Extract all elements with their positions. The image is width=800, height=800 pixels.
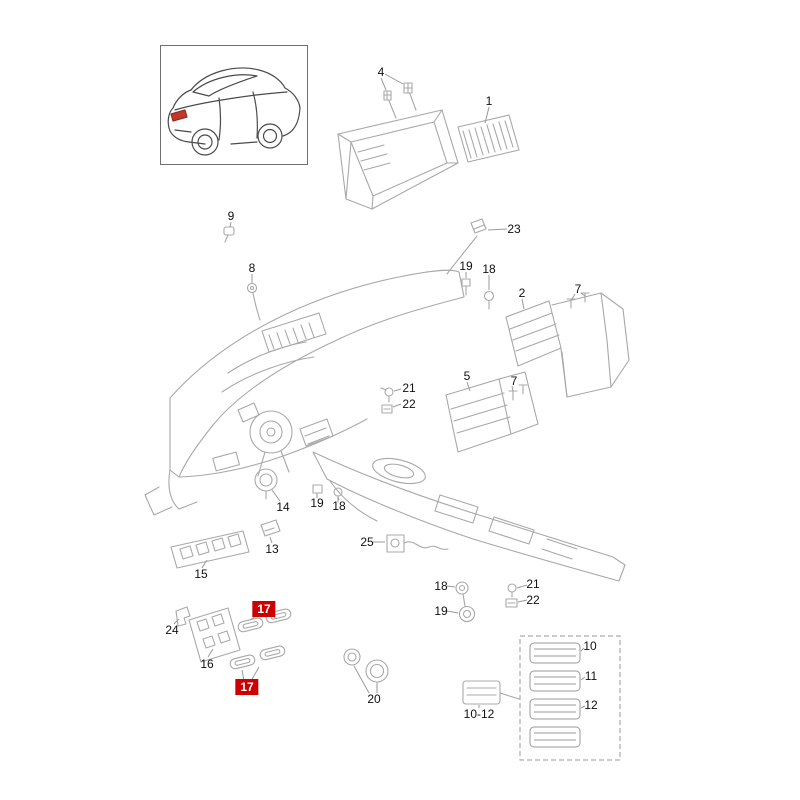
bracket-part13	[260, 519, 281, 537]
part-label-5: 5	[463, 369, 471, 383]
part-label-14: 14	[276, 500, 290, 514]
vent-assembly-part2	[505, 292, 630, 398]
part-label-22-right: 22	[526, 593, 540, 607]
variant-box	[519, 635, 621, 761]
part-label-18-lower: 18	[434, 579, 448, 593]
part-label-23: 23	[507, 222, 521, 236]
part-label-7-mid: 7	[510, 374, 518, 388]
vehicle-thumbnail-box	[160, 45, 308, 165]
vent-assembly-part5	[445, 371, 539, 453]
cluster-bezel-part4	[337, 82, 459, 210]
vent-faceplate-parts10-12	[462, 680, 520, 705]
sensor-part9	[223, 226, 235, 243]
bulb-socket-parts21-22-center	[380, 387, 394, 414]
switch-blanks-part17-upper	[237, 608, 292, 633]
part-label-24: 24	[165, 623, 179, 637]
part-label-10-12: 10-12	[463, 707, 495, 721]
part-label-19-mid: 19	[310, 496, 324, 510]
part-label-13: 13	[265, 542, 279, 556]
dashboard-body	[144, 269, 465, 516]
part-label-19-upper: 19	[459, 259, 473, 273]
part-label-16: 16	[200, 657, 214, 671]
part-label-7-upper: 7	[574, 282, 582, 296]
grommet-part8	[246, 282, 261, 321]
part-label-2: 2	[518, 286, 526, 300]
part-label-8: 8	[248, 261, 256, 275]
center-console	[312, 451, 626, 582]
part-label-10: 10	[583, 639, 597, 653]
part-label-15: 15	[194, 567, 208, 581]
fasteners-top-right	[461, 278, 495, 310]
part-label-17-highlight-lower: 17	[235, 679, 259, 695]
switch-panel-part16	[188, 607, 241, 663]
part-label-21-right: 21	[526, 577, 540, 591]
part-label-17-highlight-upper: 17	[252, 601, 276, 617]
part-label-25: 25	[360, 535, 374, 549]
part-label-12: 12	[584, 698, 598, 712]
lighter-parts18-19-bottom	[455, 581, 476, 623]
sensor-part23	[446, 218, 487, 275]
part-label-21-center: 21	[402, 381, 416, 395]
trim-panel-part1	[457, 114, 520, 163]
bulb-socket-parts21-22-right	[505, 583, 518, 608]
part-label-9: 9	[227, 209, 235, 223]
power-outlet-part20	[343, 648, 389, 690]
vent-part14	[254, 468, 278, 500]
part-label-20: 20	[367, 692, 381, 706]
part-label-4: 4	[377, 65, 385, 79]
vehicle-illustration	[167, 67, 301, 156]
switch-blanks-part17-lower	[229, 645, 286, 670]
part-label-22-center: 22	[402, 397, 416, 411]
part-label-11: 11	[584, 669, 598, 683]
part-label-18-mid: 18	[332, 499, 346, 513]
part-label-1: 1	[485, 94, 493, 108]
camera-part25	[386, 534, 449, 553]
part-label-18-upper: 18	[482, 262, 496, 276]
leader-lines	[173, 73, 586, 709]
part-label-19-lower: 19	[434, 604, 448, 618]
clip-part24	[175, 606, 191, 627]
switch-strip-part15	[170, 530, 250, 569]
